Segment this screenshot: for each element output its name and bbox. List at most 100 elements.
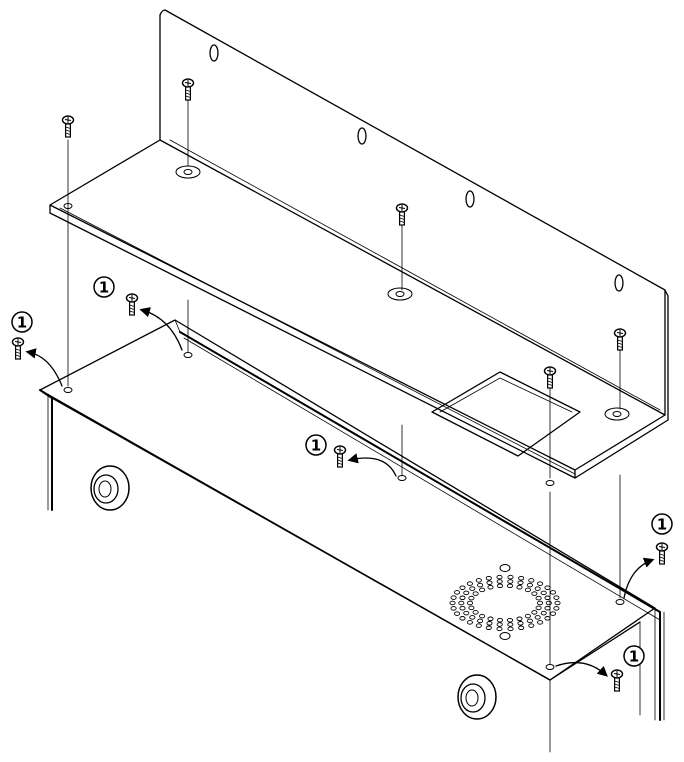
vent-hole [531, 610, 538, 615]
vent-hole [487, 616, 494, 622]
step-callout: 1 [623, 645, 645, 667]
vent-hole [496, 617, 504, 623]
vent-hole [485, 625, 492, 631]
vent-hole [459, 605, 466, 611]
vent-screw [499, 564, 511, 572]
vent-hole [518, 625, 525, 631]
vent-hole [517, 580, 524, 585]
step-callout: 1 [11, 311, 33, 333]
svg-text:1: 1 [629, 648, 639, 666]
vent-hole [553, 606, 560, 611]
vent-hole [469, 615, 476, 620]
vent-hole [507, 574, 514, 580]
vent-hole [506, 583, 514, 589]
vent-hole [517, 621, 524, 626]
vent-hole [544, 585, 551, 590]
rubber-foot-right [457, 674, 497, 720]
vent-hole [477, 618, 484, 624]
vent-hole [468, 595, 475, 601]
vent-grille [449, 564, 561, 640]
vent-hole [475, 623, 482, 628]
vent-screw [499, 632, 511, 640]
vent-hole [528, 623, 535, 628]
vent-hole [544, 616, 551, 621]
vent-hole [549, 611, 557, 616]
screw-icon [613, 328, 627, 351]
vent-hole [466, 581, 473, 586]
screw-icon [333, 445, 347, 468]
vent-hole [459, 585, 466, 590]
vent-hole [472, 610, 479, 615]
svg-text:1: 1 [657, 516, 667, 534]
vent-hole [466, 600, 474, 606]
vent-hole [496, 583, 504, 589]
vent-hole [531, 591, 538, 596]
vent-hole [524, 587, 531, 593]
bracket-screws [61, 78, 627, 389]
vent-hole [545, 600, 552, 606]
step-callout: 1 [93, 276, 115, 298]
screw-icon [655, 542, 669, 565]
svg-text:1: 1 [17, 314, 27, 332]
vent-hole [496, 622, 503, 627]
vent-hole [554, 600, 561, 606]
vent-hole [518, 575, 525, 581]
vent-hole [459, 616, 466, 621]
vent-hole [534, 615, 541, 620]
vent-hole [507, 622, 514, 627]
box-holes [63, 352, 625, 670]
device-box [39, 319, 665, 753]
vent-hole [450, 606, 457, 611]
screw-icon [11, 337, 25, 360]
vent-hole [463, 610, 470, 616]
vent-hole [537, 620, 544, 625]
vent-hole [479, 587, 486, 593]
vent-hole [549, 590, 557, 595]
vent-hole [534, 586, 541, 591]
vent-hole [540, 590, 547, 596]
svg-text:1: 1 [99, 279, 109, 297]
vent-hole [496, 574, 503, 580]
vent-hole [507, 579, 514, 584]
vent-hole [524, 613, 531, 619]
screw-icon [395, 203, 409, 226]
vent-hole [496, 579, 503, 584]
vent-hole [540, 610, 547, 616]
vent-hole [475, 578, 482, 583]
vent-hole [486, 580, 493, 585]
vent-hole [486, 621, 493, 626]
vent-hole [535, 605, 542, 611]
mounting-bracket [49, 9, 669, 486]
step-callout: 1 [305, 434, 327, 456]
vent-hole [477, 582, 484, 588]
vent-hole [535, 595, 542, 601]
step-callout: 1 [651, 513, 673, 535]
vent-hole [479, 613, 486, 619]
vent-hole [544, 595, 551, 601]
vent-hole [496, 626, 503, 632]
vent-hole [536, 600, 544, 606]
screw-icon [610, 669, 624, 692]
vent-hole [466, 620, 473, 625]
vent-hole [458, 600, 465, 606]
screw-icon [61, 115, 75, 138]
removed-screws [11, 293, 669, 692]
vent-hole [459, 595, 466, 601]
vent-hole [544, 605, 551, 611]
vent-hole [485, 575, 492, 581]
vent-hole [453, 590, 461, 595]
screw-icon [181, 78, 195, 101]
vent-hole [468, 605, 475, 611]
alignment-guides [67, 99, 621, 665]
vent-hole [516, 616, 523, 622]
vent-hole [472, 591, 479, 596]
vent-hole [553, 595, 560, 600]
screw-icon [543, 366, 557, 389]
vent-hole [526, 618, 533, 624]
vent-hole [453, 611, 461, 616]
vent-hole [487, 584, 494, 590]
vent-hole [469, 586, 476, 591]
vent-hole [516, 584, 523, 590]
vent-hole [463, 590, 470, 596]
